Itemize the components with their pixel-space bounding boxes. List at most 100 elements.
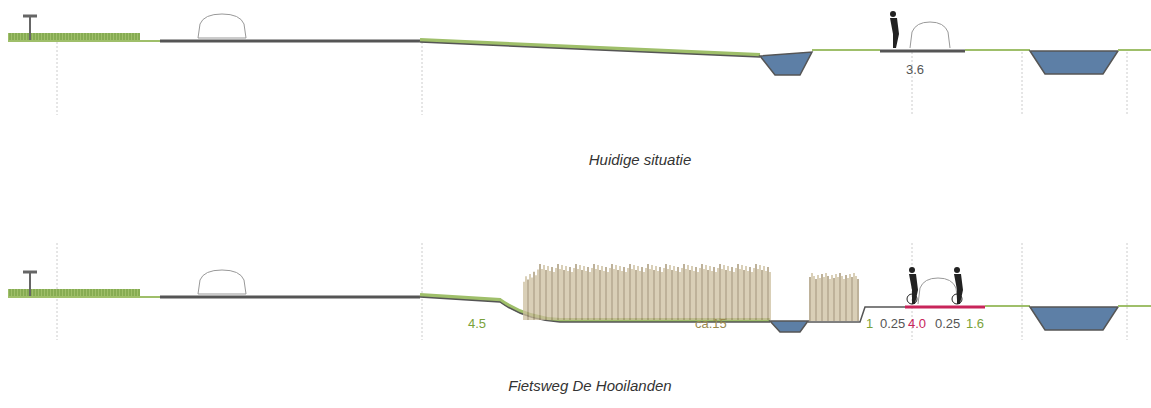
reed-stroke: [847, 278, 849, 321]
reed-stroke: [569, 267, 571, 320]
reed-stroke: [551, 267, 553, 320]
reed-stroke: [609, 268, 611, 320]
reed-stroke: [581, 270, 583, 320]
reed-stroke: [639, 271, 641, 320]
reed-stroke: [577, 269, 579, 320]
reed-stroke: [567, 271, 569, 320]
reed-stroke: [557, 264, 559, 320]
reed-stroke: [683, 264, 685, 320]
cyclist: [890, 11, 899, 48]
reed-stroke: [845, 275, 847, 321]
reed-stroke: [587, 267, 589, 320]
reed-stroke: [827, 276, 829, 321]
reed-stroke: [767, 267, 769, 320]
reed-stroke: [833, 278, 835, 321]
reed-stroke: [623, 267, 625, 320]
reed-stroke: [691, 266, 693, 320]
reed-stroke: [561, 265, 563, 320]
reed-stroke: [535, 275, 537, 320]
reed-stroke: [619, 266, 621, 320]
reed-stroke: [829, 279, 831, 321]
reed-stroke: [709, 266, 711, 320]
reed-stroke: [721, 269, 723, 320]
reed-stroke: [549, 271, 551, 320]
cyclist: [952, 267, 963, 304]
reed-stroke: [759, 265, 761, 320]
reed-stroke: [831, 275, 833, 321]
cyclist: [907, 267, 918, 304]
reed-stroke: [817, 275, 819, 321]
reed-stroke: [751, 272, 753, 320]
reed-stroke: [659, 267, 661, 320]
reed-stroke: [643, 272, 645, 320]
reed-stroke: [729, 271, 731, 320]
section-caption: Fietsweg De Hooilanden: [508, 378, 671, 393]
reed-stroke: [761, 270, 763, 320]
reed-stroke: [539, 264, 541, 320]
reed-stroke: [835, 274, 837, 321]
reed-stroke: [715, 272, 717, 320]
reed-stroke: [849, 274, 851, 321]
reed-stroke: [657, 271, 659, 320]
reed-stroke: [595, 269, 597, 320]
dimension-label: 1.6: [966, 316, 984, 331]
reed-stroke: [547, 266, 549, 320]
reed-stroke: [727, 266, 729, 320]
reed-stroke: [733, 272, 735, 320]
reed-stroke: [635, 270, 637, 320]
reed-stroke: [585, 271, 587, 320]
reed-stroke: [533, 272, 535, 320]
reed-stroke: [687, 265, 689, 320]
reed-stroke: [837, 277, 839, 321]
reed-stroke: [579, 265, 581, 320]
reed-stroke: [591, 268, 593, 320]
reed-stroke: [695, 267, 697, 320]
reed-stroke: [653, 270, 655, 320]
reed-stroke: [553, 272, 555, 320]
reed-stroke: [723, 265, 725, 320]
reed-stroke: [559, 269, 561, 320]
reed-stroke: [675, 271, 677, 320]
reed-stroke: [629, 264, 631, 320]
reed-stroke: [649, 269, 651, 320]
reed-stroke: [765, 271, 767, 320]
dimension-label: 0.25: [935, 316, 960, 331]
reed-stroke: [529, 274, 531, 320]
reed-stroke: [717, 268, 719, 320]
reed-stroke: [523, 282, 525, 320]
reed-stroke: [673, 266, 675, 320]
reed-stroke: [745, 266, 747, 320]
reed-stroke: [583, 266, 585, 320]
reed-stroke: [853, 273, 855, 321]
reed-stroke: [739, 269, 741, 320]
reed-stroke: [839, 273, 841, 321]
reed-stroke: [667, 269, 669, 320]
reed-stroke: [855, 276, 857, 321]
reed-stroke: [749, 267, 751, 320]
reed-stroke: [527, 280, 529, 320]
dimension-label: 1: [866, 316, 873, 331]
reed-stroke: [711, 271, 713, 320]
reed-stroke: [605, 267, 607, 320]
reed-stroke: [625, 272, 627, 320]
reed-stroke: [757, 269, 759, 320]
reed-stroke: [651, 265, 653, 320]
reed-stroke: [679, 272, 681, 320]
reed-stroke: [663, 268, 665, 320]
reed-stroke: [819, 278, 821, 321]
reed-stroke: [811, 273, 813, 321]
reed-stroke: [669, 265, 671, 320]
reed-stroke: [543, 265, 545, 320]
reed-stroke: [737, 264, 739, 320]
dimension-label: ca.15: [695, 316, 727, 331]
reed-stroke: [573, 268, 575, 320]
reed-stroke: [753, 268, 755, 320]
reed-stroke: [665, 264, 667, 320]
reed-stroke: [857, 279, 859, 321]
reed-stroke: [809, 277, 811, 321]
reed-stroke: [743, 270, 745, 320]
dimension-label: 4.0: [908, 316, 926, 331]
reed-stroke: [645, 268, 647, 320]
reed-stroke: [693, 271, 695, 320]
